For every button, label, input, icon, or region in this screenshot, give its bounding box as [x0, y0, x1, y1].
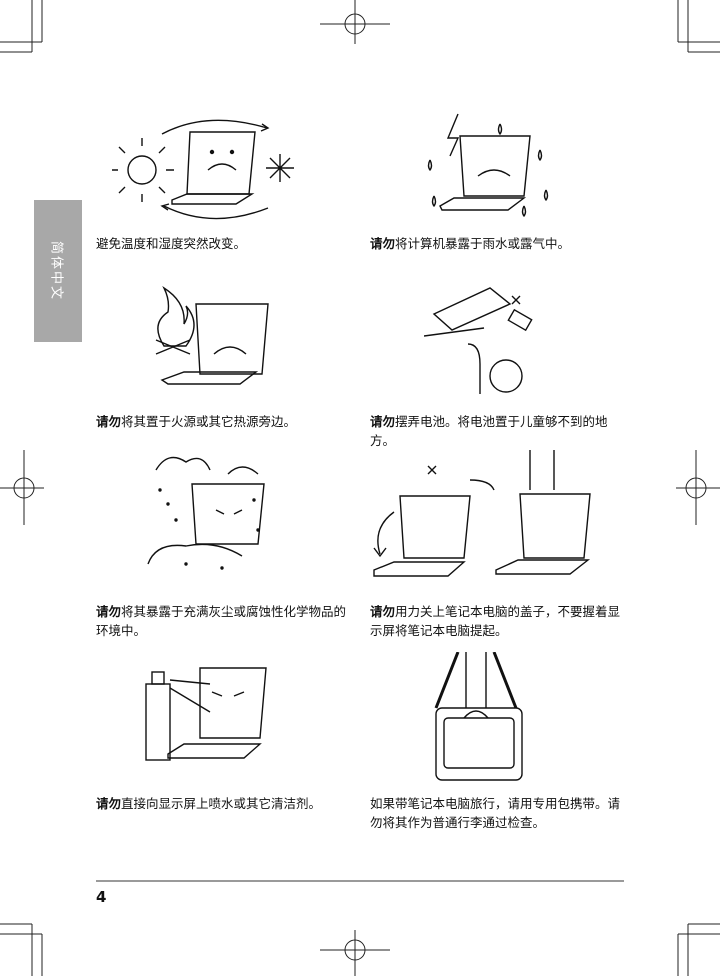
illustration-spray-cleaner	[145, 667, 267, 761]
illustration-temperature-change	[112, 119, 294, 220]
illustration-rain	[427, 113, 549, 218]
illustration-carry-bag	[434, 652, 523, 781]
footer-rule	[96, 880, 624, 882]
caption-rain: 请勿将计算机暴露于雨水或露气中。	[370, 236, 571, 251]
caption-temperature: 避免温度和湿度突然改变。	[96, 236, 247, 251]
language-tab: 简体中文	[34, 200, 82, 342]
page-number: 4	[96, 888, 107, 906]
caption-spray: 请勿直接向显示屏上喷水或其它清洁剂。	[96, 796, 322, 811]
illustration-fire	[155, 286, 269, 385]
caption-fire: 请勿将其置于火源或其它热源旁边。	[96, 414, 297, 429]
caption-battery: 请勿摆弄电池。将电池置于儿童够不到的地方。	[370, 414, 608, 448]
illustration-dust	[147, 456, 265, 570]
caption-lid: 请勿用力关上笔记本电脑的盖子，不要握着显示屏将笔记本电脑提起。	[370, 604, 621, 638]
caption-dust: 请勿将其暴露于充满灰尘或腐蚀性化学物品的环境中。	[96, 604, 347, 638]
language-tab-label: 简体中文	[48, 240, 64, 302]
caption-travel: 如果带笔记本电脑旅行，请用专用包携带。请勿将其作为普通行李通过检查。	[370, 796, 621, 830]
illustration-battery	[424, 287, 533, 394]
illustration-lid-closing	[373, 450, 591, 577]
